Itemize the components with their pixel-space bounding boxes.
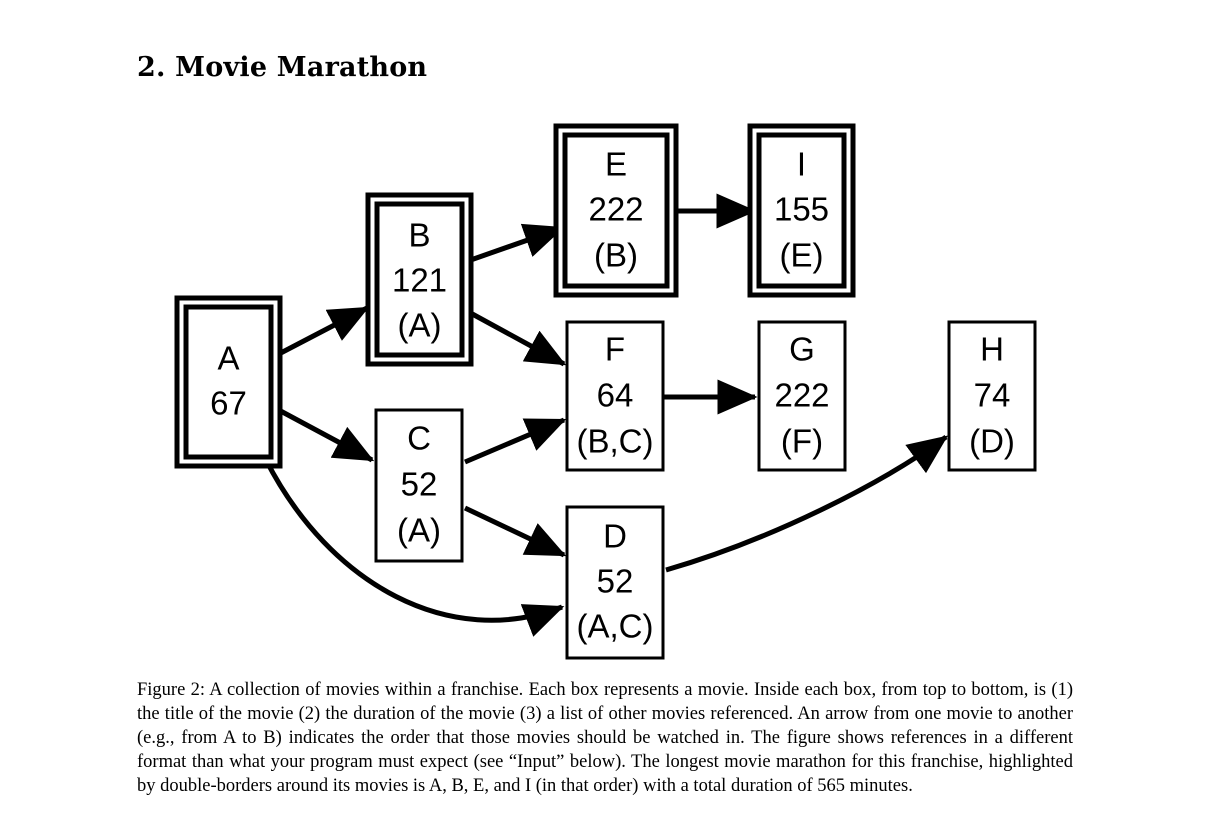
- node-g-duration: 222: [774, 377, 829, 414]
- edge-b-f: [463, 307, 567, 367]
- edge-a-b: [273, 305, 370, 359]
- node-e-duration: 222: [588, 191, 643, 228]
- edge-a-d: [263, 458, 565, 637]
- node-h-title: H: [980, 331, 1004, 368]
- node-b-references: (A): [398, 307, 442, 344]
- node-f: F 64 (B,C): [565, 320, 665, 472]
- node-h-duration: 74: [974, 377, 1011, 414]
- node-d-references: (A,C): [577, 608, 654, 645]
- movie-graph-diagram: A 67 B 121 (A) C 52 (A) D 52 (A,C) E 222…: [174, 123, 1037, 660]
- figure-caption: Figure 2: A collection of movies within …: [137, 680, 1073, 796]
- node-i-duration: 155: [774, 191, 829, 228]
- node-f-title: F: [605, 331, 625, 368]
- node-i-title: I: [797, 146, 806, 183]
- node-d: D 52 (A,C): [565, 505, 665, 660]
- node-b-title: B: [408, 217, 430, 254]
- edge-c-f: [464, 417, 567, 465]
- node-h: H 74 (D): [947, 320, 1037, 472]
- node-a-title: A: [217, 340, 239, 377]
- edge-a-c: [273, 405, 375, 463]
- node-g-references: (F): [781, 423, 823, 460]
- node-c-references: (A): [397, 512, 441, 549]
- node-c-duration: 52: [401, 466, 438, 503]
- edge-d-h: [665, 434, 949, 573]
- edge-c-d: [463, 505, 567, 558]
- node-f-duration: 64: [597, 377, 634, 414]
- node-h-references: (D): [969, 423, 1015, 460]
- node-i: I 155 (E): [747, 123, 856, 298]
- node-a: A 67: [174, 295, 283, 469]
- node-d-duration: 52: [597, 563, 634, 600]
- node-d-title: D: [603, 518, 627, 555]
- node-c-title: C: [407, 420, 431, 457]
- node-b: B 121 (A): [365, 192, 474, 367]
- node-a-duration: 67: [210, 385, 247, 422]
- node-g-title: G: [789, 331, 815, 368]
- section-title: 2. Movie Marathon: [137, 52, 428, 83]
- node-f-references: (B,C): [577, 423, 654, 460]
- node-b-duration: 121: [392, 262, 447, 299]
- node-c: C 52 (A): [374, 408, 464, 563]
- node-e-title: E: [605, 146, 627, 183]
- node-e: E 222 (B): [553, 123, 679, 298]
- edges: [263, 193, 949, 637]
- edge-b-e: [464, 223, 565, 265]
- node-g: G 222 (F): [757, 320, 847, 472]
- node-i-references: (E): [780, 237, 824, 274]
- node-e-references: (B): [594, 237, 638, 274]
